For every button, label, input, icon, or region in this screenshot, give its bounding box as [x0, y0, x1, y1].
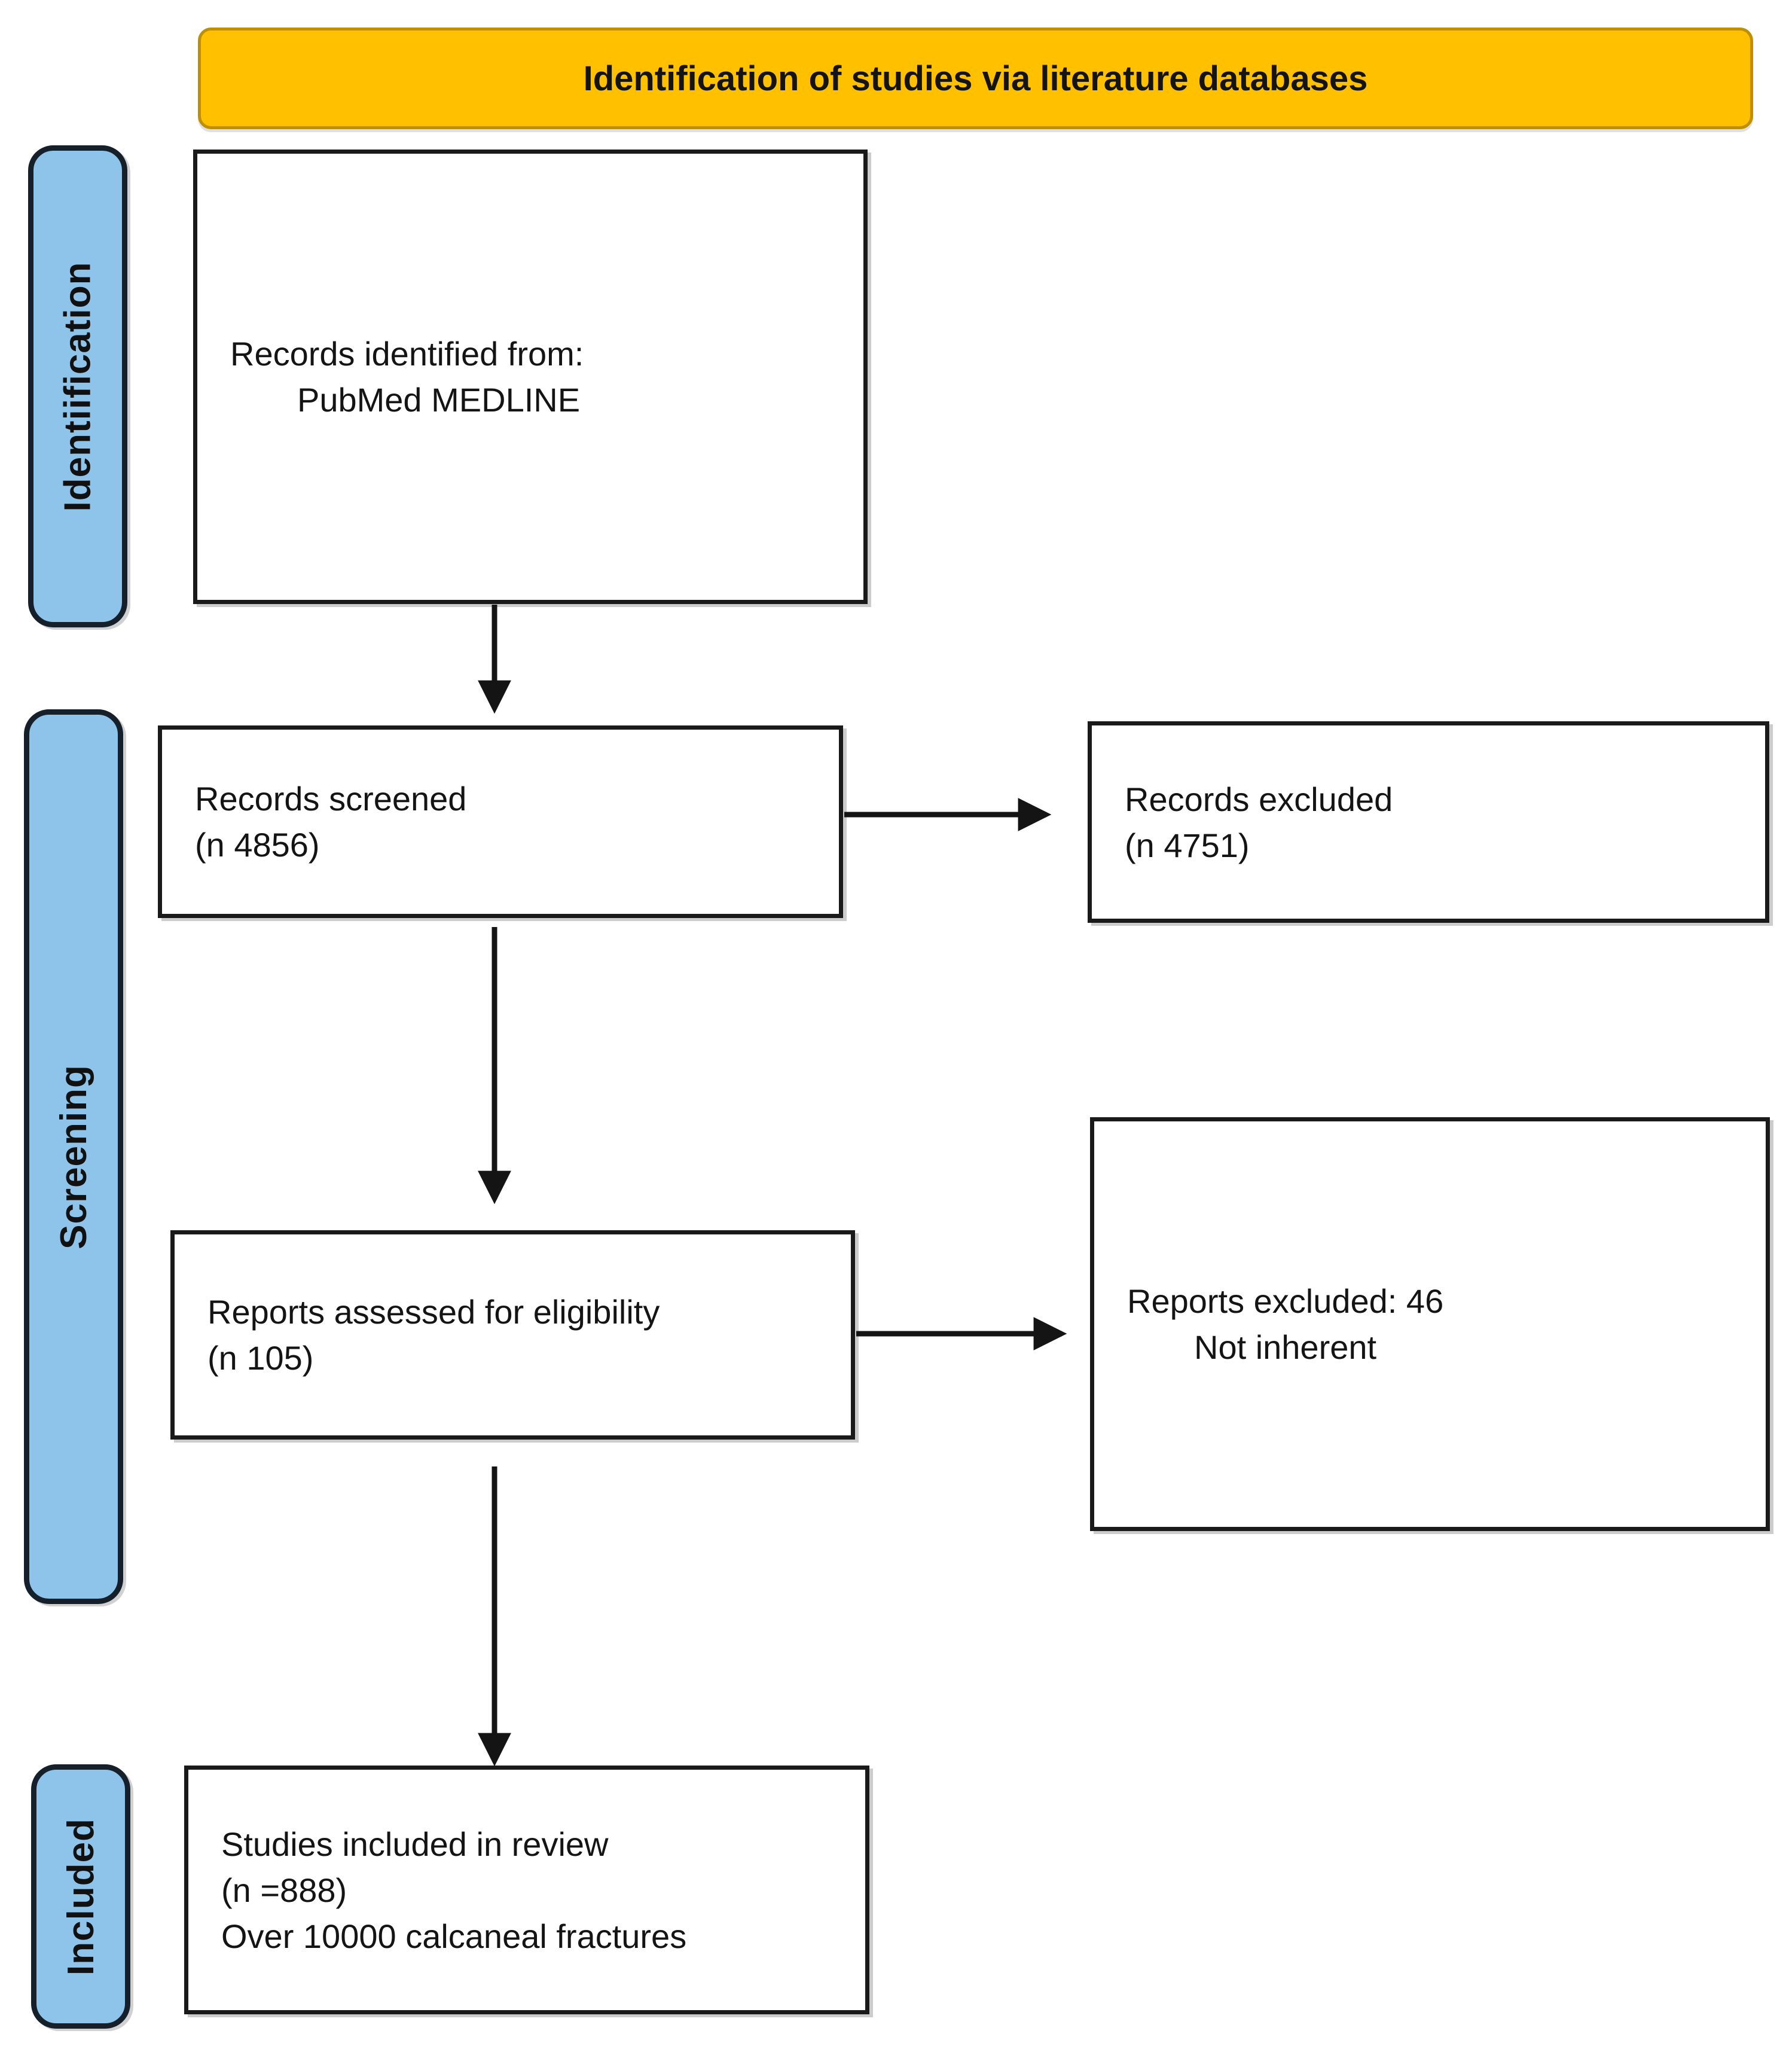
box-studies-included-line1: Studies included in review: [221, 1825, 609, 1863]
stage-label-identification: Identiification: [28, 145, 127, 627]
box-studies-included-line2: (n =888): [221, 1871, 347, 1909]
box-records-excluded: Records excluded (n 4751): [1088, 721, 1769, 923]
box-records-excluded-line2: (n 4751): [1125, 826, 1250, 864]
box-records-screened: Records screened (n 4856): [158, 725, 843, 918]
box-records-identified-line2: PubMed MEDLINE: [297, 381, 581, 419]
box-records-excluded-line1: Records excluded: [1125, 780, 1393, 818]
stage-label-included: Included: [31, 1764, 130, 2029]
box-records-identified-line1: Records identified from:: [230, 335, 584, 373]
box-records-screened-line2: (n 4856): [195, 826, 320, 864]
stage-label-included-text: Included: [60, 1818, 102, 1975]
box-records-screened-line1: Records screened: [195, 780, 467, 818]
box-reports-excluded-line2: Not inherent: [1194, 1328, 1377, 1366]
banner-title: Identification of studies via literature…: [583, 59, 1368, 98]
box-reports-excluded: Reports excluded: 46 Not inherent: [1090, 1117, 1770, 1531]
box-reports-excluded-line1: Reports excluded: 46: [1127, 1282, 1444, 1320]
box-studies-included: Studies included in review (n =888) Over…: [184, 1766, 869, 2014]
box-reports-assessed: Reports assessed for eligibility (n 105): [170, 1230, 855, 1440]
stage-label-screening: Screening: [24, 709, 123, 1604]
stage-label-identification-text: Identiification: [57, 261, 99, 511]
stage-label-screening-text: Screening: [53, 1064, 94, 1249]
box-reports-assessed-line2: (n 105): [207, 1339, 314, 1377]
box-records-identified: Records identified from: PubMed MEDLINE: [193, 150, 868, 604]
box-reports-assessed-line1: Reports assessed for eligibility: [207, 1293, 660, 1331]
banner: Identification of studies via literature…: [198, 28, 1753, 129]
box-studies-included-line3: Over 10000 calcaneal fractures: [221, 1917, 687, 1955]
